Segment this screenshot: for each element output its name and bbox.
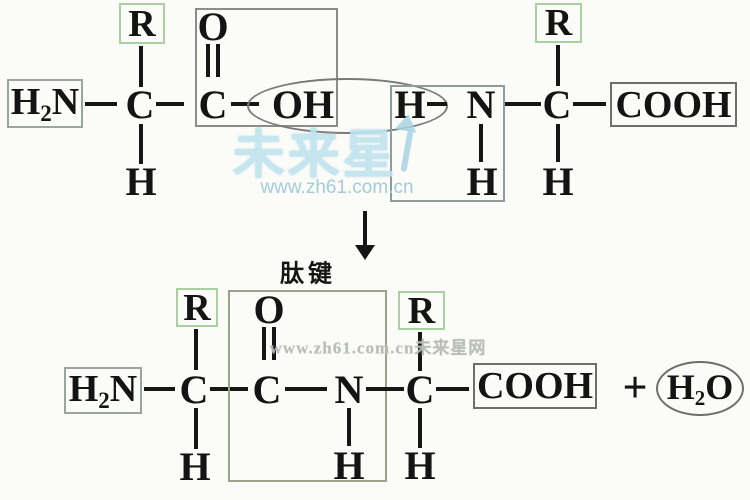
- watermark-bottom-text: www.zh61.com.cn未来星网: [269, 338, 487, 358]
- atom-product-carbonyl-c: C: [252, 367, 282, 412]
- bond-amiden-h: [347, 408, 351, 446]
- atom-product-alpha-h-2: H: [404, 443, 436, 488]
- carboxyl-box-top-right: COOH: [610, 82, 737, 127]
- r-group-label: R: [407, 289, 436, 332]
- bond-alphac-carbonylc: [156, 102, 184, 106]
- peptide-bond-label: 肽键: [280, 261, 336, 288]
- atom-amine-h-left: H: [394, 82, 426, 127]
- bond-amiden-alphac2: [366, 387, 404, 391]
- watermark-url-text: www.zh61.com.cn: [260, 177, 414, 198]
- cooh-label: COOH: [476, 365, 594, 407]
- atom-product-alpha-h-1: H: [179, 444, 211, 489]
- water-ellipse: H2O: [656, 361, 744, 416]
- watermark-logo-text: 未来星: [232, 127, 398, 185]
- bond-n-h: [479, 124, 483, 162]
- atom-h: H: [10, 80, 41, 123]
- peptide-bond-box: [228, 290, 387, 482]
- r-group-label: R: [183, 286, 211, 329]
- bond-alphac-cooh-product: [436, 387, 469, 391]
- atom-o: O: [705, 366, 734, 407]
- reaction-arrow-head: [355, 245, 375, 260]
- plus-sign: +: [622, 363, 648, 412]
- r-group-box-2: R: [535, 3, 582, 43]
- product-amine-group-box: H2N: [64, 367, 142, 414]
- r-group-box-3: R: [176, 288, 218, 327]
- bond-n-alphac: [505, 102, 541, 106]
- atom-alpha-h-1: H: [125, 159, 157, 204]
- bond-r-alphac-3: [194, 329, 198, 370]
- atom-amide-n: N: [334, 367, 364, 412]
- atom-n: N: [51, 80, 80, 123]
- double-bond-line-4: [272, 327, 276, 360]
- bond-h-n: [427, 102, 447, 106]
- atom-carbonyl-o-1: O: [197, 4, 229, 49]
- atom-product-alpha-c-1: C: [179, 367, 209, 412]
- watermark-mascot-arrow-icon: [394, 112, 420, 133]
- r-group-label: R: [544, 2, 573, 44]
- carboxyl-group-box-top: [195, 8, 338, 127]
- r-group-label: R: [128, 2, 156, 45]
- bond-carbonylc-oh: [231, 102, 259, 106]
- r-group-box-1: R: [119, 3, 165, 44]
- atom-amide-h: H: [333, 443, 365, 488]
- bond-r-alphac-4: [418, 332, 422, 371]
- atom-product-carbonyl-o: O: [253, 287, 285, 332]
- bond-alphac-h-2: [556, 124, 560, 162]
- bond-r-alphac: [139, 46, 143, 87]
- bond-r-alphac-2: [556, 45, 560, 86]
- bond-alphac-cooh: [573, 102, 606, 106]
- atom-amine-h-bottom: H: [466, 159, 498, 204]
- subscript-2: 2: [40, 100, 52, 126]
- atom-carbonyl-c-1: C: [198, 82, 228, 127]
- product-carboxyl-box: COOH: [473, 363, 597, 409]
- reaction-arrow-stem: [363, 211, 367, 247]
- double-bond-line-1: [206, 44, 210, 77]
- atom-n: N: [109, 367, 138, 410]
- atom-alpha-c-1: C: [125, 82, 155, 127]
- atom-amine-n: N: [466, 82, 496, 127]
- atom-alpha-c-2: C: [542, 82, 572, 127]
- bond-h2n-alphac: [85, 102, 117, 106]
- amine-group-box-right: [390, 85, 505, 202]
- subscript-2: 2: [694, 385, 706, 410]
- bond-carbonylc-amiden: [285, 387, 327, 391]
- double-bond-line-3: [262, 327, 266, 360]
- condensation-ellipse: [247, 78, 448, 134]
- water-formula: H2O: [667, 369, 734, 409]
- atom-alpha-h-2: H: [542, 159, 574, 204]
- atom-product-alpha-c-2: C: [405, 367, 435, 412]
- bond-alphac-h: [139, 124, 143, 164]
- bond-h2n-alphac-product: [144, 387, 175, 391]
- cooh-label: COOH: [615, 83, 732, 126]
- r-group-box-4: R: [398, 291, 445, 330]
- bond-alphac-h-3: [194, 408, 198, 449]
- atom-h: H: [68, 367, 99, 410]
- subscript-2: 2: [98, 387, 110, 413]
- bond-alphac-h-4: [418, 408, 422, 448]
- amine-group-formula: H2N: [11, 83, 80, 125]
- amine-group-box-left: H2N: [7, 79, 83, 128]
- amine-group-formula: H2N: [69, 370, 138, 412]
- atom-h: H: [666, 366, 695, 407]
- double-bond-line-2: [216, 44, 220, 77]
